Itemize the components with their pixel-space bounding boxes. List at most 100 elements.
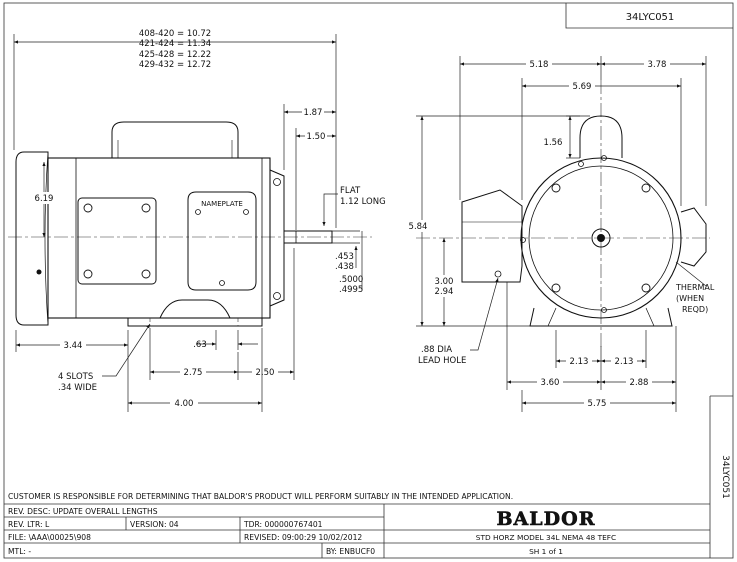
motor-frame — [47, 157, 271, 319]
dim-2-50: 2.50 — [256, 368, 275, 378]
slots-label-2: .34 WIDE — [58, 383, 97, 393]
nameplate-label: NAMEPLATE — [201, 200, 243, 208]
drawn-by: BY: ENBUCF0 — [326, 547, 375, 556]
shaft-center — [597, 234, 605, 242]
end-cap-seam — [44, 151, 49, 326]
nameplate-rivet-top-r — [243, 209, 249, 215]
lifting-lug — [579, 115, 623, 158]
dim-2-13-left: 2.13 — [570, 357, 589, 367]
dim-2-88: 2.88 — [630, 378, 649, 388]
dim-63: .63 — [193, 340, 207, 350]
drain-hole — [36, 269, 42, 275]
thermal-label-1: THERMAL — [675, 283, 715, 292]
drawing-number: 34LYC051 — [626, 12, 675, 23]
front-bolt-bottom — [273, 292, 281, 300]
side-number-strip: 34LYC051 — [709, 395, 733, 558]
side-view: NAMEPLATE 408-420 = 10.72 421-424 = 11.3… — [8, 29, 386, 412]
drawing-number-box: 34LYC051 — [565, 3, 733, 29]
flat-depth-2: .438 — [335, 262, 354, 272]
thermal-protector — [680, 207, 707, 267]
end-screw-bottom — [601, 307, 607, 313]
thermal-leader — [675, 261, 707, 287]
sheet-number: SH 1 of 1 — [529, 547, 563, 556]
flat-depth-1: .453 — [335, 252, 354, 262]
end-screw-left — [520, 237, 526, 243]
overall-length-1: 408-420 = 10.72 — [139, 29, 211, 39]
end-shield-inner — [528, 165, 674, 311]
side-drawing-number: 34LYC051 — [720, 455, 730, 499]
flat-leader — [322, 193, 338, 226]
end-bolt-tl — [551, 183, 561, 193]
shaft-dia-2: .4995 — [339, 285, 363, 295]
conduit-box — [77, 197, 157, 285]
dim-3-00: 3.00 — [435, 277, 454, 287]
capacitor-cover — [111, 121, 239, 158]
shaft-dia-1: .5000 — [339, 275, 363, 285]
conduit-box-side — [461, 189, 523, 283]
dim-6-19: 6.19 — [35, 194, 54, 204]
thermal-label-3: REQD) — [682, 305, 708, 314]
dim-5-75: 5.75 — [588, 399, 607, 409]
dim-5-69: 5.69 — [573, 82, 592, 92]
conduit-screw-tl — [83, 203, 93, 213]
lead-hole — [494, 270, 502, 278]
conduit-screw-bl — [83, 269, 93, 279]
dim-5-84: 5.84 — [409, 222, 428, 232]
dim-3-44: 3.44 — [64, 341, 83, 351]
end-base — [529, 307, 673, 327]
conduit-screw-br — [141, 269, 151, 279]
dim-2-94: 2.94 — [435, 287, 454, 297]
dim-1-50: 1.50 — [307, 132, 326, 142]
slots-leader — [102, 323, 151, 377]
capacitor-cover-edges — [117, 140, 233, 158]
base-arch — [159, 299, 231, 319]
sheet-border — [3, 2, 734, 559]
dim-3-60: 3.60 — [541, 378, 560, 388]
model-description: STD HORZ MODEL 34L NEMA 48 TEFC — [476, 533, 616, 542]
conduit-screw-tr — [141, 203, 151, 213]
end-bolt-bl — [551, 283, 561, 293]
motor-shaft — [283, 230, 333, 244]
end-bolt-br — [641, 283, 651, 293]
rev-ltr: REV. LTR: L — [8, 520, 50, 529]
slots-label-1: 4 SLOTS — [58, 372, 93, 382]
title-block: REV. DESC: UPDATE OVERALL LENGTHS REV. L… — [4, 503, 710, 558]
mounting-base — [127, 318, 263, 327]
overall-length-3: 425-428 = 12.22 — [139, 50, 211, 60]
file-path: FILE: \AAA\00025\908 — [8, 533, 91, 542]
thermal-label-2: (WHEN — [676, 294, 704, 303]
revised-date: REVISED: 09:00:29 10/02/2012 — [244, 533, 362, 542]
version: VERSION: 04 — [130, 520, 179, 529]
dim-2-13-right: 2.13 — [615, 357, 634, 367]
overall-length-2: 421-424 = 11.34 — [139, 39, 211, 49]
dim-4-00: 4.00 — [175, 399, 194, 409]
front-bolt-top — [273, 178, 281, 186]
lead-hole-label-1: .88 DIA — [421, 345, 452, 355]
nameplate-rivet-bottom — [219, 280, 225, 286]
end-screw-top-l — [578, 161, 584, 167]
end-screw-top-r — [601, 155, 607, 161]
rev-desc: REV. DESC: UPDATE OVERALL LENGTHS — [8, 507, 158, 516]
end-view: 5.18 3.78 5.69 1.56 5.84 3.00 2.94 THERM… — [406, 56, 715, 412]
lead-hole-leader — [470, 277, 499, 351]
nameplate-rivet-top — [195, 209, 201, 215]
shaft-end — [591, 228, 611, 248]
dim-2-75: 2.75 — [184, 368, 203, 378]
front-end-shield — [269, 169, 285, 307]
flat-label-1: FLAT — [340, 186, 361, 196]
material: MTL: - — [8, 547, 31, 556]
lead-hole-label-2: LEAD HOLE — [418, 356, 466, 366]
dim-5-18: 5.18 — [530, 60, 549, 70]
overall-length-4: 429-432 = 12.72 — [139, 60, 211, 70]
end-cap-rear — [15, 151, 49, 326]
dim-3-78: 3.78 — [648, 60, 667, 70]
end-base-legs — [547, 307, 655, 327]
flat-label-2: 1.12 LONG — [340, 197, 386, 207]
end-bolt-tr — [641, 183, 651, 193]
tdr: TDR: 000000767401 — [243, 520, 323, 529]
brand-logo: BALDOR — [497, 508, 596, 530]
dim-1-56: 1.56 — [544, 138, 563, 148]
dim-1-87: 1.87 — [304, 108, 323, 118]
nameplate — [187, 191, 257, 291]
